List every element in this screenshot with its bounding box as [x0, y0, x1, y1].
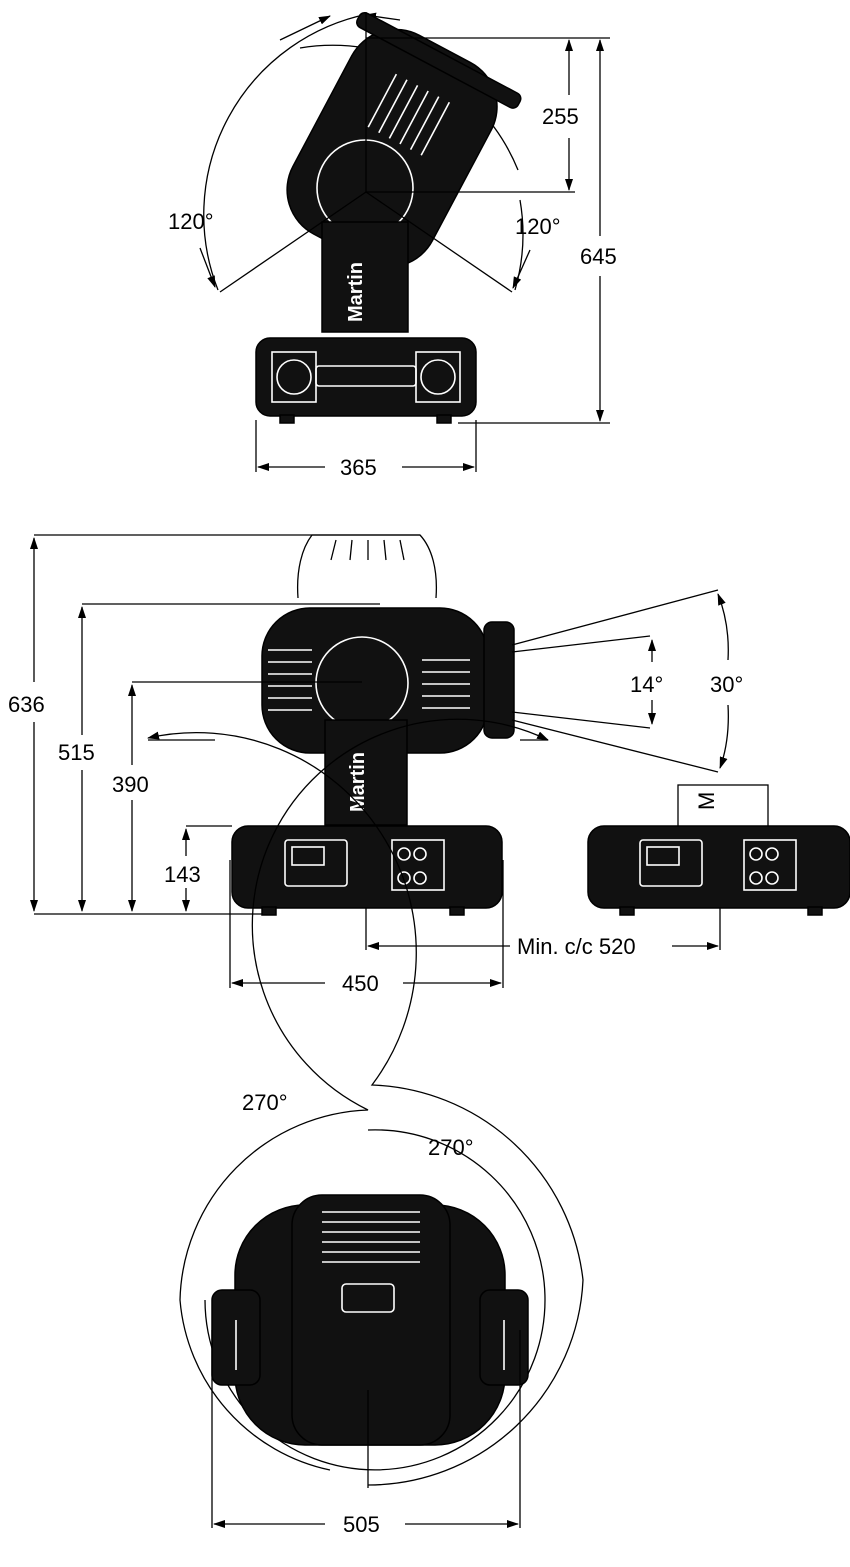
beam-wide-top — [511, 589, 719, 646]
beam-narrow-label: 14° — [630, 672, 663, 697]
lens-front — [483, 621, 515, 739]
beam-wide-bottom — [511, 719, 719, 773]
head-ghost-outline — [296, 534, 438, 599]
top-label-plate — [341, 1283, 395, 1313]
dim-255-label: 255 — [542, 104, 579, 129]
dim-390-label: 390 — [112, 772, 149, 797]
tilt-arrow-top-left — [279, 15, 331, 41]
head-vents — [268, 649, 470, 711]
dim-450-label: 450 — [342, 971, 379, 996]
top-down-view: 505 270° 270° — [147, 718, 584, 1537]
base-top — [291, 1194, 451, 1446]
beam-wide-label: 30° — [710, 672, 743, 697]
control-panel — [284, 839, 348, 887]
tilt-arrow-bottom-left — [199, 247, 216, 288]
handle — [315, 365, 417, 387]
beam-wide-arc-bottom — [719, 704, 729, 769]
beam-narrow-top — [511, 635, 651, 653]
tilt-right-label: 120° — [515, 214, 561, 239]
tilt-arc-right-end — [514, 199, 524, 291]
yoke-arm — [321, 221, 409, 333]
base-side — [231, 825, 503, 909]
base — [255, 337, 477, 417]
neighbor-logo: M — [694, 792, 719, 810]
tilt-arc-outer — [203, 13, 369, 291]
lens-rim — [356, 11, 522, 109]
pan-arc-inner — [179, 718, 549, 1471]
pan-outer-label: 270° — [242, 1090, 288, 1115]
side-view: Martin M 14° 30° — [8, 534, 850, 996]
brand-logo: Martin — [345, 262, 367, 322]
beam-wide-arc-top — [717, 593, 729, 661]
dim-515-label: 515 — [58, 740, 95, 765]
neighbor-yoke — [677, 784, 769, 828]
pan-inner-label: 270° — [428, 1135, 474, 1160]
tilt-limit-right — [365, 191, 513, 293]
dim-636-label: 636 — [8, 692, 45, 717]
base-vents — [322, 1211, 420, 1263]
beam-narrow-bottom — [511, 711, 651, 729]
tilt-arrow-bottom-right — [512, 249, 531, 289]
tilt-limit-left — [219, 191, 367, 293]
pan-arc-outer — [147, 731, 584, 1486]
front-view: Martin 255 645 120° 120° 365 — [168, 11, 617, 480]
yoke-arm-side — [324, 719, 408, 826]
dim-365-label: 365 — [340, 455, 377, 480]
dim-143-label: 143 — [164, 862, 201, 887]
tilt-left-label: 120° — [168, 209, 214, 234]
neighbor-base — [587, 825, 850, 909]
dim-520-label: Min. c/c 520 — [517, 934, 636, 959]
dim-645-label: 645 — [580, 244, 617, 269]
connector-panel — [391, 839, 445, 891]
dim-505-label: 505 — [343, 1512, 380, 1537]
